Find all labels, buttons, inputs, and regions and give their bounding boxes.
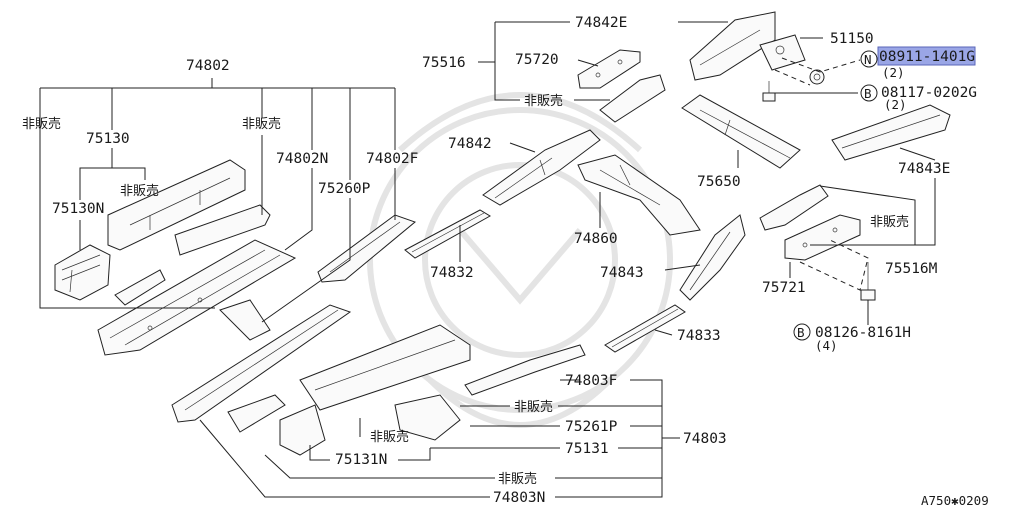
part-75131N-drawing — [279, 404, 326, 456]
n-marker-icon — [860, 50, 878, 68]
label-08911-1401G[interactable]: 08911-1401G — [879, 49, 975, 65]
part-labels: 74802 非販売 75130 非販売 75130N 非販売 74802N 74… — [22, 15, 989, 508]
part-74832-drawing — [404, 209, 491, 259]
label-74803N: 74803N — [493, 490, 545, 506]
part-74803F-drawing — [464, 344, 586, 396]
label-74842: 74842 — [448, 136, 492, 152]
part-74860-drawing — [577, 154, 701, 236]
label-non-sale-3: 非販売 — [242, 116, 281, 132]
label-75516: 75516 — [422, 55, 466, 71]
label-74802N: 74802N — [276, 151, 328, 167]
label-08117-0202G: 08117-0202G — [881, 85, 977, 101]
part-74842-drawing — [482, 129, 601, 206]
label-75650: 75650 — [697, 174, 741, 190]
part-74803-member-drawing — [171, 304, 471, 423]
label-non-sale-4: 非販売 — [524, 93, 563, 109]
part-75720-drawing — [577, 49, 641, 89]
n-marker-letter: N — [864, 52, 872, 67]
watermark-emblem — [367, 92, 673, 428]
label-75721: 75721 — [762, 280, 806, 296]
label-non-sale-8: 非販売 — [498, 471, 537, 487]
part-75721-drawing — [784, 214, 861, 261]
part-non-sale-left-drawing — [114, 204, 271, 306]
label-51150: 51150 — [830, 31, 874, 47]
label-75130N: 75130N — [52, 201, 104, 217]
label-74843E: 74843E — [898, 161, 950, 177]
part-bolt-08126-drawing — [860, 262, 876, 301]
part-75130N-drawing — [54, 244, 111, 301]
label-74802: 74802 — [186, 58, 230, 74]
diagram-code: A750✱0209 — [921, 493, 989, 508]
part-nut-08911-drawing — [809, 69, 825, 85]
label-qty-2-b: (2) — [884, 97, 907, 112]
label-75260P: 75260P — [318, 181, 371, 197]
b-marker-letter: B — [864, 86, 872, 101]
part-74843-drawing — [679, 214, 746, 301]
label-75516M: 75516M — [885, 261, 938, 277]
part-bolt-08117-drawing — [762, 81, 776, 102]
label-75131: 75131 — [565, 441, 609, 457]
label-74833: 74833 — [677, 328, 721, 344]
label-74832: 74832 — [430, 265, 474, 281]
label-74843: 74843 — [600, 265, 644, 281]
label-non-sale-5: 非販売 — [870, 214, 909, 230]
part-74802-member-drawing — [97, 239, 297, 356]
part-51150-drawing — [759, 34, 806, 71]
b-marker-icon-2 — [793, 323, 811, 341]
label-74803F: 74803F — [565, 373, 617, 389]
label-qty-2-a: (2) — [882, 65, 905, 80]
label-non-sale-7: 非販売 — [370, 429, 409, 445]
label-74802F: 74802F — [366, 151, 418, 167]
label-non-sale-2: 非販売 — [120, 183, 159, 199]
label-74842E: 74842E — [575, 15, 627, 31]
part-75131-drawing — [394, 394, 461, 441]
label-08126-8161H: 08126-8161H — [815, 325, 911, 341]
b-marker-letter-2: B — [797, 325, 805, 340]
b-marker-icon — [860, 84, 878, 102]
leader-lines — [39, 21, 936, 498]
label-75130: 75130 — [86, 131, 130, 147]
label-74803: 74803 — [683, 431, 727, 447]
label-non-sale-1: 非販売 — [22, 116, 61, 132]
part-74843E-drawing — [831, 104, 951, 161]
part-non-sale-lower-drawing — [227, 394, 286, 433]
label-74860: 74860 — [574, 231, 618, 247]
label-75720: 75720 — [515, 52, 559, 68]
part-non-sale-right-drawing — [759, 184, 829, 231]
label-qty-4: (4) — [815, 338, 838, 353]
label-non-sale-6: 非販売 — [514, 399, 553, 415]
part-74833-drawing — [604, 304, 686, 353]
part-74842E-drawing — [689, 11, 776, 81]
label-75131N: 75131N — [335, 452, 387, 468]
part-75650-drawing — [681, 94, 801, 169]
selected-part-highlight[interactable] — [877, 46, 976, 66]
part-75130-drawing — [107, 159, 246, 251]
part-75261P-drawing — [219, 299, 271, 341]
part-non-sale-upper-drawing — [599, 74, 666, 123]
label-75261P: 75261P — [565, 419, 618, 435]
